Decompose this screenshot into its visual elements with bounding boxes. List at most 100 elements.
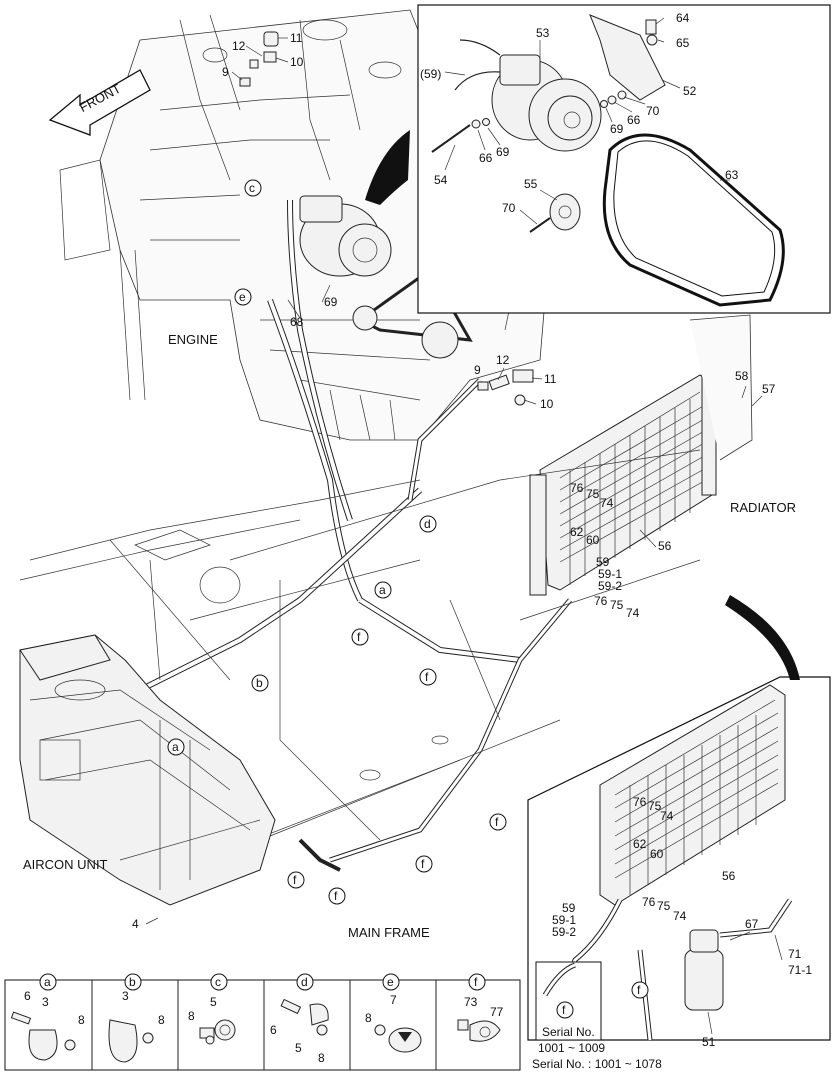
pn-54: 54 <box>434 173 448 187</box>
pn-51: 51 <box>702 1035 716 1049</box>
pn-59-paren: (59) <box>420 67 441 81</box>
detail-pointer-2 <box>725 595 800 680</box>
callout-e-engine: e <box>234 288 252 306</box>
pn-6-a: 6 <box>24 989 31 1003</box>
svg-text:b: b <box>256 676 263 690</box>
svg-text:c: c <box>249 181 255 195</box>
pn-12-left: 12 <box>232 39 246 53</box>
refrigerant-hoses <box>138 199 572 872</box>
pn-74-c: 74 <box>660 809 674 823</box>
pn-76-d: 76 <box>642 895 656 909</box>
fitting-group-right <box>477 369 534 406</box>
pn-59-2-a: 59-2 <box>598 579 622 593</box>
callout-f-8: f <box>556 1001 574 1019</box>
detail-pointer <box>365 130 410 205</box>
svg-text:f: f <box>495 815 499 829</box>
pn-60-b: 60 <box>650 847 664 861</box>
serial-footer: Serial No. : 1001 ~ 1078 <box>532 1057 662 1071</box>
pn-69-engine: 69 <box>324 295 338 309</box>
svg-text:d: d <box>424 517 431 531</box>
pn-4: 4 <box>132 917 139 931</box>
pn-70-mid: 70 <box>502 201 516 215</box>
pn-73-f: 73 <box>464 995 478 1009</box>
pn-6-d: 6 <box>270 1023 277 1037</box>
pn-59-1-b: 59-1 <box>552 913 576 927</box>
pn-75-d: 75 <box>657 899 671 913</box>
aircon-unit-body <box>19 634 276 906</box>
pn-76-b: 76 <box>594 594 608 608</box>
svg-text:f: f <box>562 1003 566 1017</box>
callout-a-2: a <box>167 738 185 756</box>
callout-f-3: f <box>489 813 507 831</box>
pn-57: 57 <box>762 382 776 396</box>
pn-11-left: 11 <box>290 31 303 45</box>
pn-5-c: 5 <box>210 995 217 1009</box>
pn-56-a: 56 <box>658 539 672 553</box>
serial-note-title: Serial No. <box>542 1025 595 1039</box>
pn-8-c: 8 <box>188 1009 195 1023</box>
svg-text:c: c <box>215 975 221 989</box>
svg-text:f: f <box>357 630 361 644</box>
leader-lines <box>145 37 783 1035</box>
pn-76-c: 76 <box>633 795 647 809</box>
pn-7-e: 7 <box>390 993 397 1007</box>
pn-8-d: 8 <box>318 1051 325 1065</box>
svg-text:f: f <box>293 873 297 887</box>
pn-66-right: 66 <box>627 113 641 127</box>
pn-66-left: 66 <box>479 151 493 165</box>
svg-text:e: e <box>387 975 394 989</box>
pn-3-a: 3 <box>42 995 49 1009</box>
legend-a: a <box>39 973 57 991</box>
engine-label: ENGINE <box>168 332 218 347</box>
pn-71-1: 71-1 <box>788 963 812 977</box>
svg-text:f: f <box>334 889 338 903</box>
legend-e: e <box>382 973 400 991</box>
pn-10-right: 10 <box>540 397 554 411</box>
fitting-group-left <box>239 31 279 87</box>
pn-74-a: 74 <box>600 496 614 510</box>
pn-75-b: 75 <box>610 598 624 612</box>
pn-62-a: 62 <box>570 525 584 539</box>
part-number-labels: 12 11 10 9 53 64 65 52 (59) 70 66 69 66 … <box>24 11 812 1065</box>
aircon-unit-label: AIRCON UNIT <box>23 857 108 872</box>
legend-c: c <box>210 973 228 991</box>
pn-69-left: 69 <box>496 145 510 159</box>
pn-68: 68 <box>290 315 304 329</box>
pn-59-2-b: 59-2 <box>552 925 576 939</box>
legend-b: b <box>124 973 142 991</box>
callout-f-7: f <box>631 981 649 999</box>
pn-62-b: 62 <box>633 837 647 851</box>
legend-f: f <box>468 973 486 991</box>
pn-52: 52 <box>683 84 697 98</box>
svg-text:f: f <box>474 975 478 989</box>
pn-55: 55 <box>524 177 538 191</box>
callout-b: b <box>251 674 269 692</box>
pn-64: 64 <box>676 11 690 25</box>
pn-59-a: 59 <box>596 555 610 569</box>
callout-c-engine: c <box>244 179 262 197</box>
clamp-callouts: c e d a f f b a f f f f f f a b c d e f <box>39 179 649 1019</box>
pn-8-a: 8 <box>78 1013 85 1027</box>
condenser-main <box>529 314 753 596</box>
svg-text:a: a <box>44 975 51 989</box>
pn-56-b: 56 <box>722 869 736 883</box>
callout-d: d <box>419 515 437 533</box>
svg-text:f: f <box>637 983 641 997</box>
callout-f-6: f <box>328 887 346 905</box>
pn-11-right: 11 <box>544 372 557 386</box>
svg-text:f: f <box>421 857 425 871</box>
svg-text:f: f <box>425 670 429 684</box>
pn-76-a: 76 <box>570 481 584 495</box>
pn-8-e: 8 <box>365 1011 372 1025</box>
pn-12-right: 12 <box>496 353 510 367</box>
compressor-engine-view <box>299 195 473 359</box>
callout-f-5: f <box>287 871 305 889</box>
serial-note-range: 1001 ~ 1009 <box>538 1041 605 1055</box>
svg-text:d: d <box>301 975 308 989</box>
callout-f-4: f <box>415 855 433 873</box>
pn-77-f: 77 <box>490 1005 504 1019</box>
pn-59-b: 59 <box>562 901 576 915</box>
pn-71: 71 <box>788 947 802 961</box>
condenser-detail-box <box>527 676 831 1041</box>
